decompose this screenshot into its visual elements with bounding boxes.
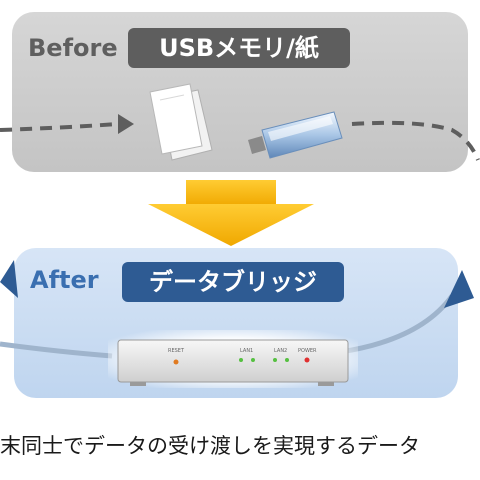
device-reset-label: RESET bbox=[168, 348, 185, 354]
after-title: After bbox=[30, 266, 99, 294]
before-flow-arrowhead bbox=[118, 114, 134, 134]
device-power-label: POWER bbox=[298, 348, 317, 354]
lan1-led-b bbox=[251, 358, 255, 362]
paper-stack-icon bbox=[149, 83, 213, 161]
usb-stick-icon bbox=[248, 111, 343, 159]
after-flow-line-left bbox=[0, 341, 113, 359]
router-device-icon: RESET LAN1 LAN2 POWER bbox=[108, 330, 358, 388]
power-led bbox=[304, 357, 310, 363]
before-flow-line-right bbox=[351, 120, 480, 161]
caption-text: 末同士でデータの受け渡しを実現するデータ bbox=[0, 434, 420, 458]
after-flow-left-arrowhead bbox=[0, 260, 18, 298]
lan1-led-a bbox=[239, 358, 243, 362]
transition-arrow-icon bbox=[148, 180, 314, 246]
lan2-led-b bbox=[285, 358, 289, 362]
before-title: Before bbox=[28, 34, 118, 62]
device-lan2-label: LAN2 bbox=[274, 348, 287, 354]
before-badge: USBメモリ/紙 bbox=[128, 28, 350, 68]
reset-led bbox=[173, 359, 179, 365]
lan2-led-a bbox=[273, 358, 277, 362]
after-badge: データブリッジ bbox=[122, 262, 344, 302]
before-flow-line-left bbox=[0, 122, 119, 132]
after-flow-arrowhead bbox=[444, 270, 474, 308]
device-lan1-label: LAN1 bbox=[240, 348, 253, 354]
